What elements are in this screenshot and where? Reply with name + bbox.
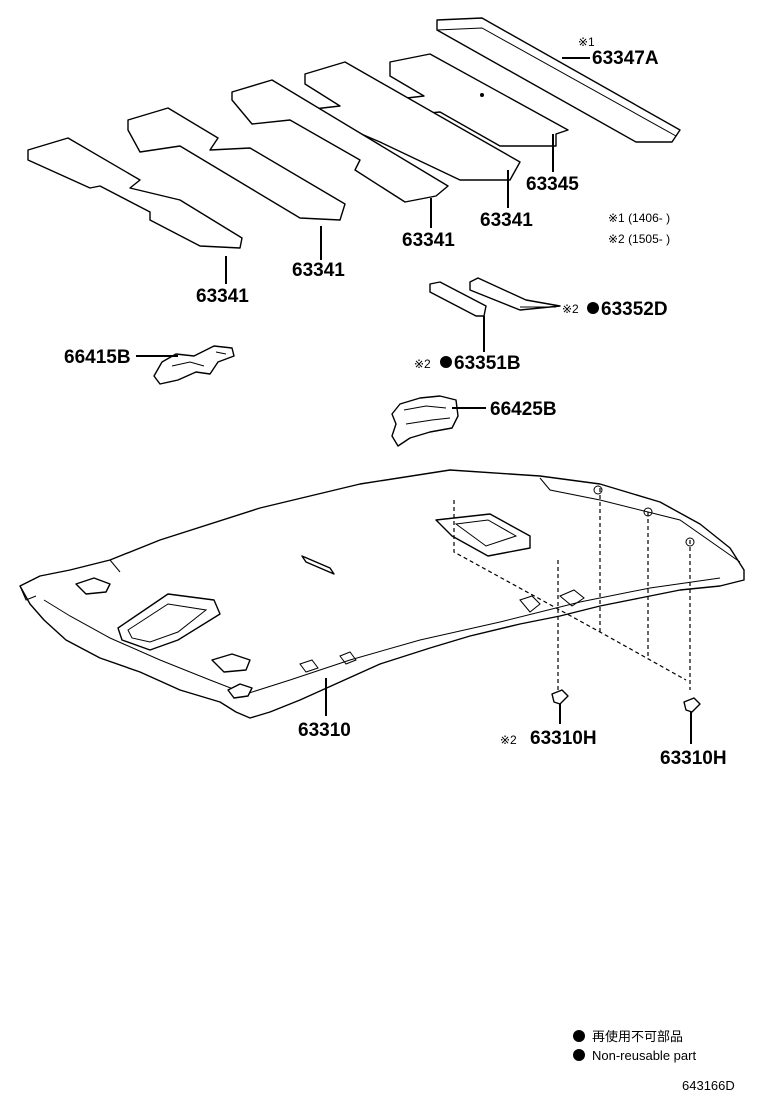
legend-text-en: Non-reusable part: [592, 1048, 696, 1063]
label-63351b: 63351B: [454, 353, 521, 374]
label-63351b-mark: ※2: [414, 357, 431, 371]
part-63347a: [436, 17, 681, 143]
part-63341-pad-2: [127, 107, 346, 260]
legend-dot-jp: [573, 1030, 585, 1042]
label-63310h-a-mark: ※2: [500, 733, 517, 747]
part-63310h-clip-a: [551, 689, 569, 724]
part-63352d: [469, 277, 561, 311]
label-63341-b: 63341: [292, 260, 345, 281]
part-63341-pad-1: [27, 137, 243, 284]
part-63310-headliner: [19, 469, 745, 719]
label-63352d-mark: ※2: [562, 302, 579, 316]
label-63347a-mark: ※1: [578, 35, 595, 49]
part-66425b: [391, 395, 486, 447]
projection-lines: [453, 488, 691, 690]
legend-text-jp: 再使用不可部品: [592, 1029, 683, 1044]
legend-dot-en: [573, 1049, 585, 1061]
label-63347a: 63347A: [592, 48, 659, 69]
label-66425b: 66425B: [490, 399, 557, 420]
label-63341-a: 63341: [196, 286, 249, 307]
label-63352d: 63352D: [601, 299, 668, 320]
label-66415b: 66415B: [64, 347, 131, 368]
label-63341-c: 63341: [402, 230, 455, 251]
label-63310h-a: 63310H: [530, 728, 597, 749]
diagram-code: 643166D: [682, 1078, 735, 1093]
part-66415b: [136, 345, 235, 385]
label-63310: 63310: [298, 720, 351, 741]
label-63341-d: 63341: [480, 210, 533, 231]
part-63341-pad-3: [231, 79, 449, 228]
part-63351b: [429, 281, 487, 352]
label-63345: 63345: [526, 174, 579, 195]
note-2: ※2 (1505- ): [608, 232, 670, 246]
part-63310h-clip-b: [683, 697, 701, 744]
non-reusable-dot-63352d: [587, 302, 599, 314]
part-63345: [389, 53, 569, 172]
non-reusable-dot-63351b: [440, 356, 452, 368]
part-63341-pad-4: [304, 61, 521, 208]
label-63310h-b: 63310H: [660, 748, 727, 769]
note-1: ※1 (1406- ): [608, 211, 670, 225]
